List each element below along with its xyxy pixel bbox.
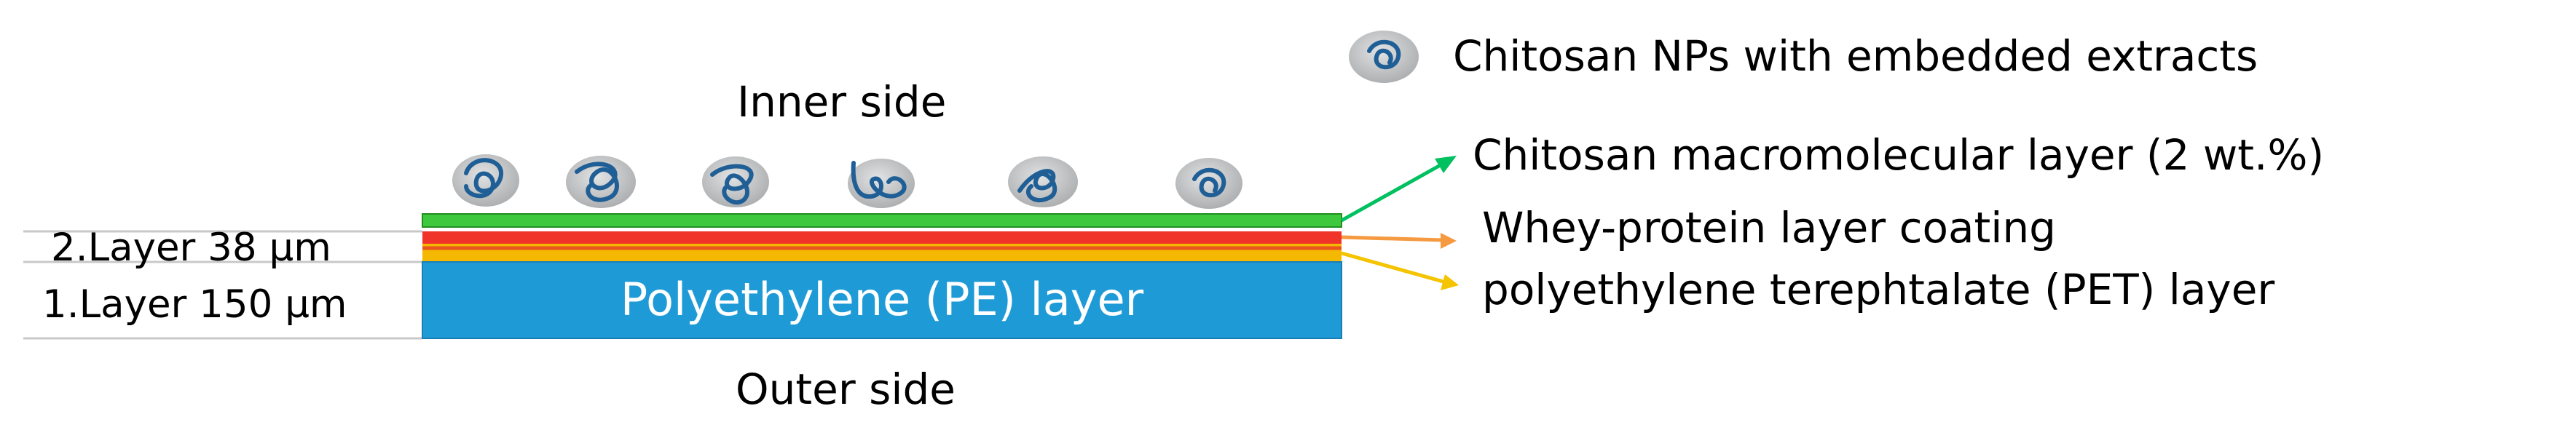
arrow-chitosan-layer bbox=[1340, 161, 1446, 223]
arrow-whey-head bbox=[1441, 233, 1457, 249]
nanoparticle bbox=[1008, 156, 1078, 207]
pet-layer-label: polyethylene terephtalate (PET) layer bbox=[1482, 265, 2274, 314]
arrow-pet-head bbox=[1441, 274, 1459, 290]
arrow-chitosan-head bbox=[1435, 156, 1457, 173]
nanoparticle bbox=[1175, 158, 1242, 209]
pe-layer bbox=[422, 261, 1342, 339]
legend-nanoparticle-icon bbox=[1349, 31, 1419, 83]
nanoparticle bbox=[848, 159, 915, 208]
pe-layer-label: Polyethylene (PE) layer bbox=[621, 273, 1144, 326]
chitosan-layer bbox=[422, 213, 1342, 228]
legend-nps-label: Chitosan NPs with embedded extracts bbox=[1453, 31, 2258, 81]
nanoparticle bbox=[452, 154, 519, 207]
whey-protein-layer bbox=[422, 231, 1342, 244]
arrow-whey-layer bbox=[1341, 235, 1444, 242]
whey-layer-label: Whey-protein layer coating bbox=[1482, 203, 2056, 252]
layer2-label: 2.Layer 38 μm bbox=[51, 226, 331, 270]
layer1-label: 1.Layer 150 μm bbox=[42, 282, 347, 327]
chitosan-layer-label: Chitosan macromolecular layer (2 wt.%) bbox=[1473, 130, 2324, 180]
inner-side-label: Inner side bbox=[737, 77, 946, 127]
nanoparticle bbox=[566, 156, 636, 208]
nanoparticle bbox=[702, 156, 769, 207]
outer-side-label: Outer side bbox=[736, 365, 956, 414]
arrow-pet-layer bbox=[1341, 251, 1446, 284]
